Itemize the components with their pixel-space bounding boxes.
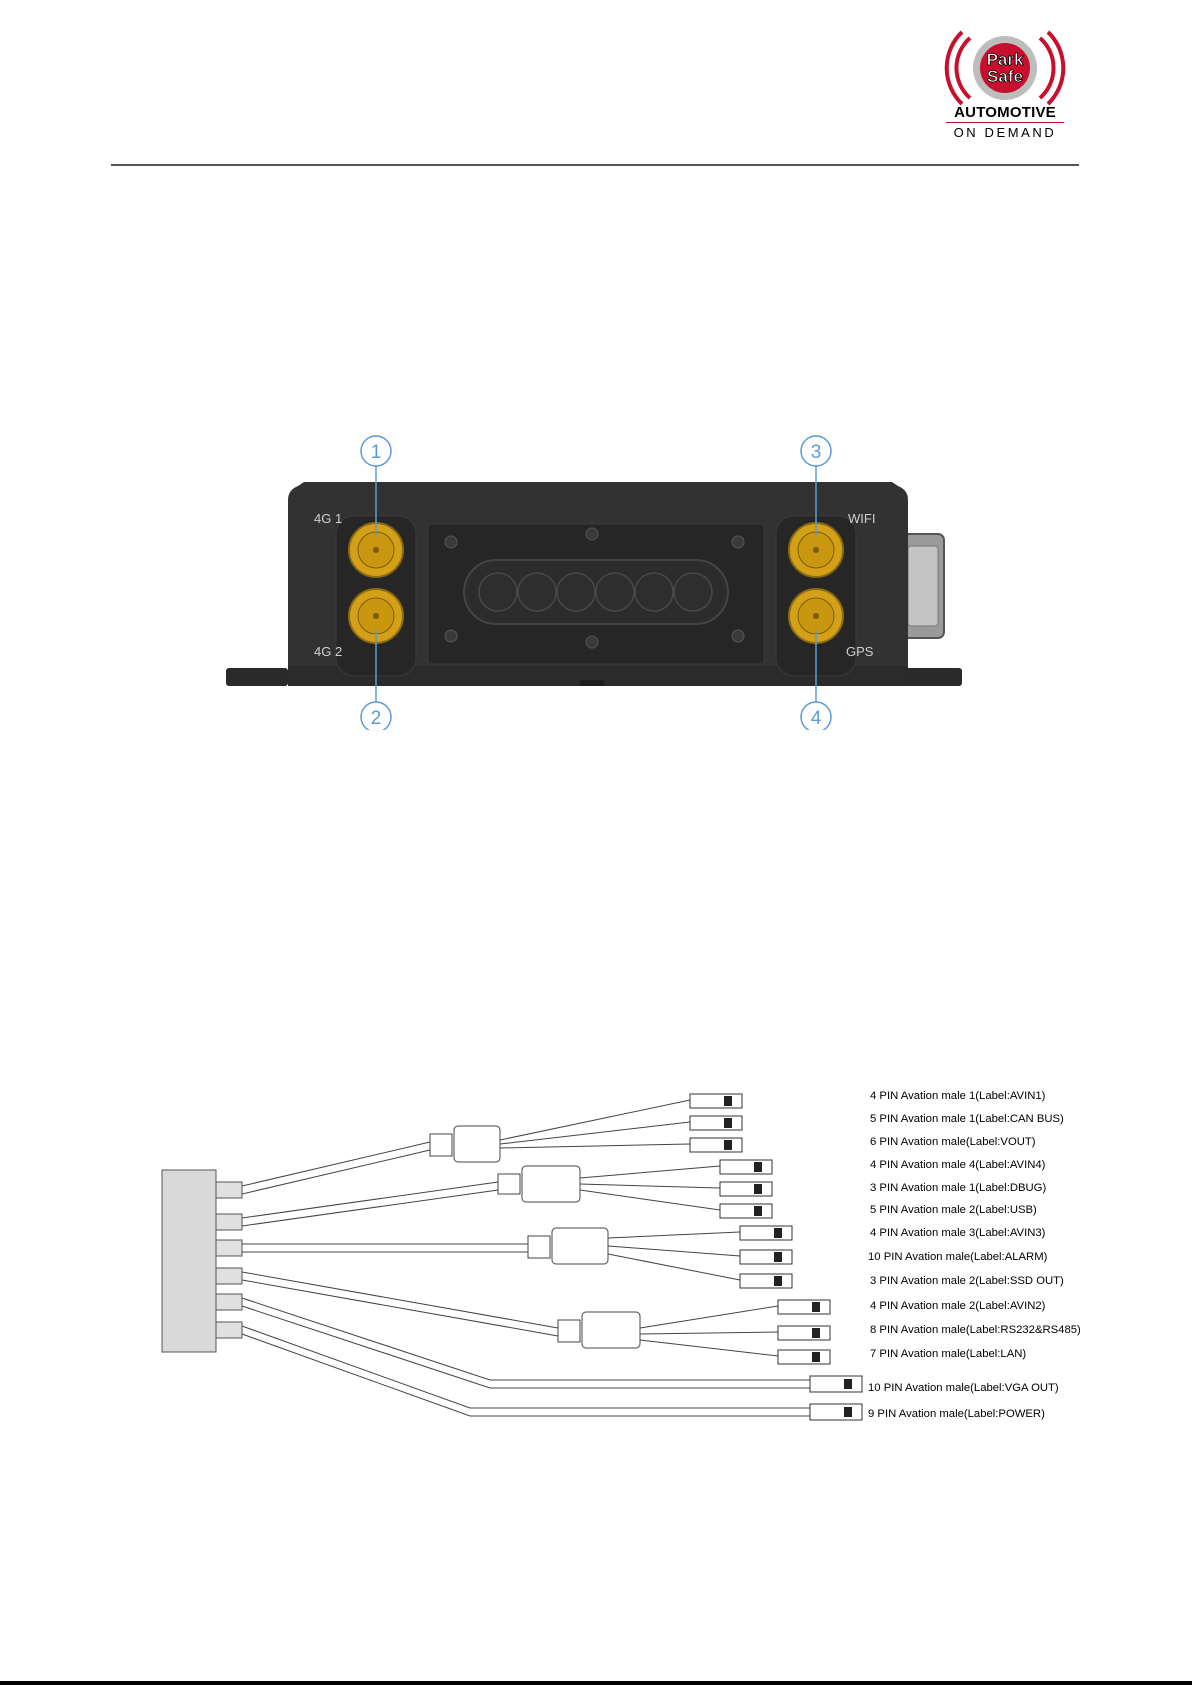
callout-1: 1 bbox=[371, 442, 382, 463]
connector-label: 3 PIN Avation male 1(Label:DBUG) bbox=[870, 1182, 1047, 1194]
logo-badge-safe: Safe bbox=[987, 67, 1023, 86]
connector-label: 3 PIN Avation male 2(Label:SSD OUT) bbox=[870, 1275, 1064, 1287]
port-label-wifi: WIFI bbox=[848, 511, 876, 526]
logo-divider bbox=[946, 122, 1064, 123]
callout-4: 4 bbox=[811, 708, 822, 729]
connector-label: 4 PIN Avation male 3(Label:AVIN3) bbox=[870, 1227, 1046, 1239]
device-front-view: 1 2 3 4 4G 1 4G 2 WIFI GPS bbox=[224, 430, 964, 733]
cable-harness-diagram: 4 PIN Avation male 1(Label:AVIN1) 5 PIN … bbox=[150, 1070, 1081, 1480]
connector-label: 4 PIN Avation male 4(Label:AVIN4) bbox=[870, 1159, 1046, 1171]
connector-label: 10 PIN Avation male(Label:VGA OUT) bbox=[868, 1382, 1059, 1394]
logo-badge-park: Park bbox=[987, 50, 1024, 69]
port-label-4g-1: 4G 1 bbox=[314, 511, 343, 526]
connector-label: 6 PIN Avation male(Label:VOUT) bbox=[870, 1136, 1036, 1148]
connector-label: 9 PIN Avation male(Label:POWER) bbox=[868, 1408, 1045, 1420]
footer-edge bbox=[0, 1681, 1192, 1685]
device-drawing: 1 2 3 4 bbox=[226, 435, 962, 733]
connector-label: 7 PIN Avation male(Label:LAN) bbox=[870, 1348, 1027, 1360]
connector-label: 8 PIN Avation male(Label:RS232&RS485) bbox=[870, 1324, 1081, 1336]
connector-label: 4 PIN Avation male 1(Label:AVIN1) bbox=[870, 1090, 1046, 1102]
cable-drawing bbox=[161, 1093, 863, 1421]
signal-arcs-icon bbox=[944, 30, 1066, 106]
logo-on-demand: ON DEMAND bbox=[953, 125, 1057, 140]
connector-label: 4 PIN Avation male 2(Label:AVIN2) bbox=[870, 1300, 1046, 1312]
callout-3: 3 bbox=[811, 442, 822, 463]
logo-automotive: AUTOMOTIVE bbox=[954, 104, 1056, 121]
callout-2: 2 bbox=[371, 708, 382, 729]
port-label-4g-2: 4G 2 bbox=[314, 644, 343, 659]
connector-label: 10 PIN Avation male(Label:ALARM) bbox=[868, 1251, 1048, 1263]
port-label-gps: GPS bbox=[846, 644, 874, 659]
antenna-connector-icon bbox=[348, 522, 844, 644]
park-safe-logo: Park Safe bbox=[944, 30, 1066, 106]
connector-label: 5 PIN Avation male 1(Label:CAN BUS) bbox=[870, 1113, 1064, 1125]
header-divider bbox=[111, 164, 1079, 166]
connector-label: 5 PIN Avation male 2(Label:USB) bbox=[870, 1204, 1037, 1216]
